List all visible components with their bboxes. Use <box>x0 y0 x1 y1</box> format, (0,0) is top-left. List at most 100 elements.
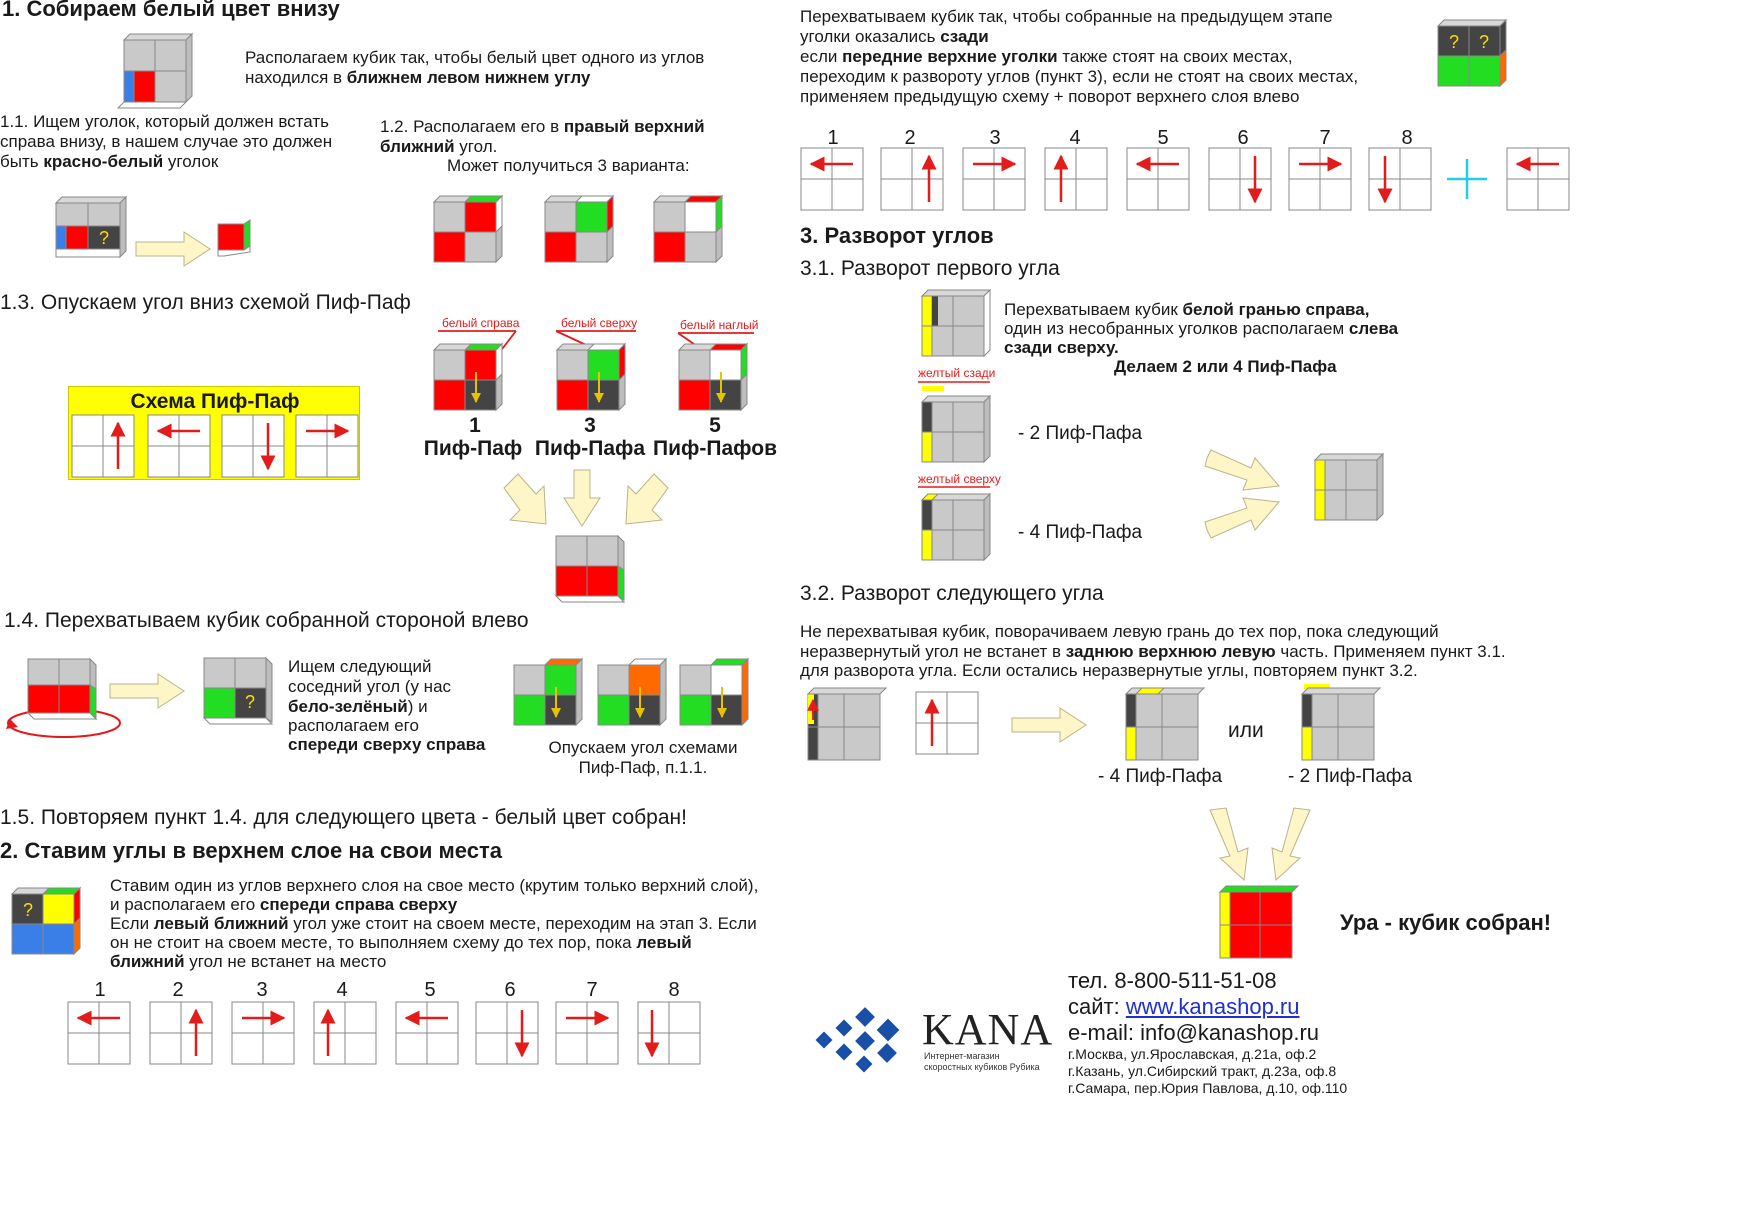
r-step-5: 5 <box>1157 127 1169 149</box>
step-3-1-text-4: Делаем 2 или 4 Пиф-Пафа <box>1114 357 1337 376</box>
s2-step-4: 4 <box>336 979 348 1001</box>
pif-paf-moves <box>71 414 359 478</box>
step-1-5-title: 1.5. Повторяем пункт 1.4. для следующего… <box>0 806 687 829</box>
step-3-1-text-1: Перехватываем кубик белой гранью справа, <box>1004 300 1370 319</box>
label-yellow-back: желтый сзади <box>918 366 996 380</box>
two-pif-paf: - 2 Пиф-Пафа <box>1018 423 1143 444</box>
step-1-4-text-2: соседний угол (у нас <box>288 677 452 696</box>
white-bottom-cube-icon <box>554 534 626 603</box>
cube-back-corners-icon: ? ? <box>1436 18 1508 88</box>
pif-paf-scheme-title: Схема Пиф-Паф <box>130 390 300 413</box>
intro-text-b: находился в ближнем левом нижнем углу <box>245 68 591 87</box>
section-2-text-3: Если левый ближний угол уже стоит на сво… <box>110 914 757 933</box>
count-name-3: Пиф-Пафа <box>534 437 646 460</box>
pif-paf-cube-1-icon <box>432 342 504 412</box>
address-kazan: г.Казань, ул.Сибирский тракт, д.23а, оф.… <box>1068 1063 1337 1079</box>
cube-left-turn-icon <box>806 687 888 761</box>
r-step-7: 7 <box>1319 127 1331 149</box>
svg-text:?: ? <box>23 900 33 920</box>
section-2-title: 2. Ставим углы в верхнем слое на свои ме… <box>0 838 502 863</box>
step-1-1-b: справа внизу, в нашем случае это должен <box>0 132 333 151</box>
step-1-4-text-3: бело-зелёный) и <box>288 697 428 716</box>
intro-text-a: Располагаем кубик так, чтобы белый цвет … <box>245 48 705 67</box>
step-1-4-caption-1: Опускаем угол схемами <box>548 738 738 757</box>
section-2-text-2: и располагаем его спереди справа сверху <box>110 895 458 914</box>
count-1: 1 <box>469 414 481 437</box>
step-1-1-a: 1.1. Ищем уголок, который должен встать <box>0 112 329 131</box>
step-1-4-text-1: Ищем следующий <box>288 657 432 676</box>
kana-logo-icon <box>815 1007 900 1073</box>
address-samara: г.Самара, пер.Юрия Павлова, д.10, оф.110 <box>1068 1080 1348 1096</box>
cube-option-a-icon <box>1124 687 1206 761</box>
right-text-2: уголки оказались сзади <box>800 27 989 46</box>
rotate-cube-icon <box>6 657 121 738</box>
four-pif-paf-2: - 4 Пиф-Пафа <box>1098 766 1223 787</box>
or-label: или <box>1228 719 1264 742</box>
step-1-2-c: Может получиться 3 варианта: <box>447 156 690 175</box>
svg-text:?: ? <box>99 228 109 248</box>
address-moscow: г.Москва, ул.Ярославская, д.21а, оф.2 <box>1068 1046 1317 1062</box>
solved-cube-icon <box>1218 885 1300 959</box>
step-3-2-title: 3.2. Разворот следующего угла <box>800 582 1104 605</box>
section-3-title: 3. Разворот углов <box>800 223 994 248</box>
pif-paf-cube-5-icon <box>677 342 749 412</box>
r-step-4: 4 <box>1069 127 1081 149</box>
s2-step-3: 3 <box>256 979 268 1001</box>
s2-step-7: 7 <box>586 979 598 1001</box>
next-arrow-icon-2 <box>109 673 185 709</box>
label-white-right: белый справа <box>442 316 520 330</box>
count-name-1: Пиф-Паф <box>423 437 523 460</box>
section-2-text-5: ближний угол не встанет на место <box>110 952 387 971</box>
kana-brand: KANA <box>922 1005 1054 1054</box>
converge-arrows-2 <box>1204 449 1280 539</box>
step-3-1-text-2: один из несобранных уголков располагаем … <box>1004 319 1399 338</box>
site-link[interactable]: www.kanashop.ru <box>1125 994 1300 1019</box>
count-3: 3 <box>584 414 596 437</box>
right-text-1: Перехватываем кубик так, чтобы собранные… <box>800 7 1333 26</box>
r-step-8: 8 <box>1401 127 1413 149</box>
count-name-5: Пиф-Пафов <box>653 437 777 460</box>
section-2-text-4: он не стоит на своем месте, то выполняем… <box>110 933 692 952</box>
step-1-4-text-5: спереди сверху справа <box>288 735 486 754</box>
right-move-grids <box>800 147 1570 211</box>
svg-text:?: ? <box>1479 32 1489 52</box>
right-text-5: применяем предыдущую схему + поворот вер… <box>800 87 1300 106</box>
right-text-3: если передние верхние уголки также стоят… <box>800 47 1293 66</box>
next-arrow-icon <box>135 231 211 267</box>
step-3-1-title: 3.1. Разворот первого угла <box>800 257 1060 280</box>
step-3-1-text-3: сзади сверху. <box>1004 338 1119 357</box>
label-white-bold: белый наглый <box>680 318 759 332</box>
done-text: Ура - кубик собран! <box>1340 910 1552 935</box>
right-text-4: переходим к развороту углов (пункт 3), е… <box>800 67 1359 86</box>
r-step-1: 1 <box>827 127 839 149</box>
s2-step-6: 6 <box>504 979 516 1001</box>
site-line: сайт: www.kanashop.ru <box>1068 994 1300 1019</box>
phone: тел. 8-800-511-51-08 <box>1068 968 1277 993</box>
variant-cube-1-icon <box>432 194 504 264</box>
r-step-3: 3 <box>989 127 1001 149</box>
step-1-4-caption-2: Пиф-Паф, п.1.1. <box>578 758 708 777</box>
step-1-4-text-4: располагаем его <box>288 716 419 735</box>
section-2-text-1: Ставим один из углов верхнего слоя на св… <box>110 876 759 895</box>
cube-question-icon-2: ? <box>202 656 274 725</box>
variant-cube-3-icon <box>652 194 724 264</box>
s2-step-8: 8 <box>668 979 680 1001</box>
svg-text:?: ? <box>245 692 255 712</box>
label-yellow-top: желтый сверху <box>918 472 1001 486</box>
section-1-title: 1. Собираем белый цвет внизу <box>2 0 340 21</box>
cube-yellow-top-icon <box>920 492 992 562</box>
pif-paf-cube-3-icon <box>555 342 627 412</box>
svg-text:?: ? <box>1449 32 1459 52</box>
cube-option-b-icon <box>1300 684 1382 761</box>
step-1-2-b: ближний угол. <box>380 137 498 156</box>
cube-icon <box>116 32 194 109</box>
r-step-2: 2 <box>904 127 916 149</box>
next-arrow-icon-3 <box>1011 707 1087 743</box>
cube-top-layer-icon: ? <box>10 886 82 956</box>
label-white-top: белый сверху <box>561 316 638 330</box>
two-pif-paf-2: - 2 Пиф-Пафа <box>1288 766 1413 787</box>
step-3-2-text-1: Не перехватывая кубик, поворачиваем леву… <box>800 622 1439 641</box>
step-1-1-c: быть красно-белый уголок <box>0 152 219 171</box>
kana-brand-sub-2: скоростных кубиков Рубика <box>924 1062 1040 1072</box>
email: e-mail: info@kanashop.ru <box>1068 1020 1320 1045</box>
